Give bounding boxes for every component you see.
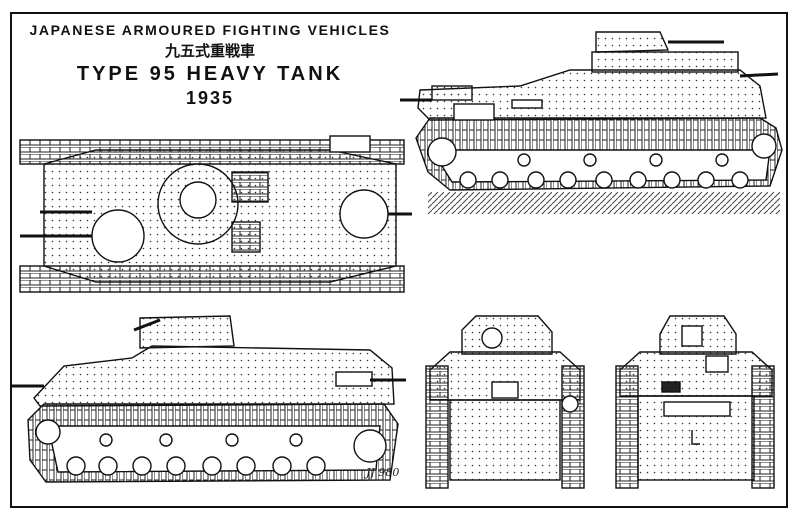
rear-mg-turret-top <box>339 189 389 239</box>
sheet-border <box>10 12 788 508</box>
hull <box>417 69 767 121</box>
turret-left <box>139 315 235 349</box>
side-view-right <box>400 31 783 214</box>
year: 1935 <box>185 88 235 108</box>
top-view <box>19 135 412 293</box>
hull-gun <box>739 72 779 78</box>
japanese-title: 九五式重戦車 <box>164 42 255 60</box>
ground-hatching <box>428 192 780 214</box>
artist-signature: JJ 980 <box>366 466 400 479</box>
return-rollers <box>517 153 729 167</box>
front-view <box>425 315 585 489</box>
front-mg-turret-top <box>91 209 145 263</box>
tank-name: TYPE 95 HEAVY TANK <box>76 63 344 85</box>
rear-view <box>615 315 775 489</box>
road-wheels <box>459 171 749 189</box>
engine-grille <box>231 171 269 203</box>
road-wheels-left <box>66 456 326 476</box>
sprocket-left <box>353 429 387 463</box>
front-turret <box>461 315 553 355</box>
front-hull <box>449 399 561 481</box>
rear-hull <box>637 395 755 481</box>
series-title: JAPANESE ARMOURED FIGHTING VEHICLES <box>29 22 391 38</box>
idler-wheel <box>751 133 777 159</box>
side-view-left <box>12 315 406 483</box>
hull-left <box>33 345 395 407</box>
drive-sprocket <box>427 137 457 167</box>
main-turret <box>595 31 670 53</box>
title-block: JAPANESE ARMOURED FIGHTING VEHICLES 九五式重… <box>24 22 396 109</box>
mg-turret <box>431 85 473 101</box>
